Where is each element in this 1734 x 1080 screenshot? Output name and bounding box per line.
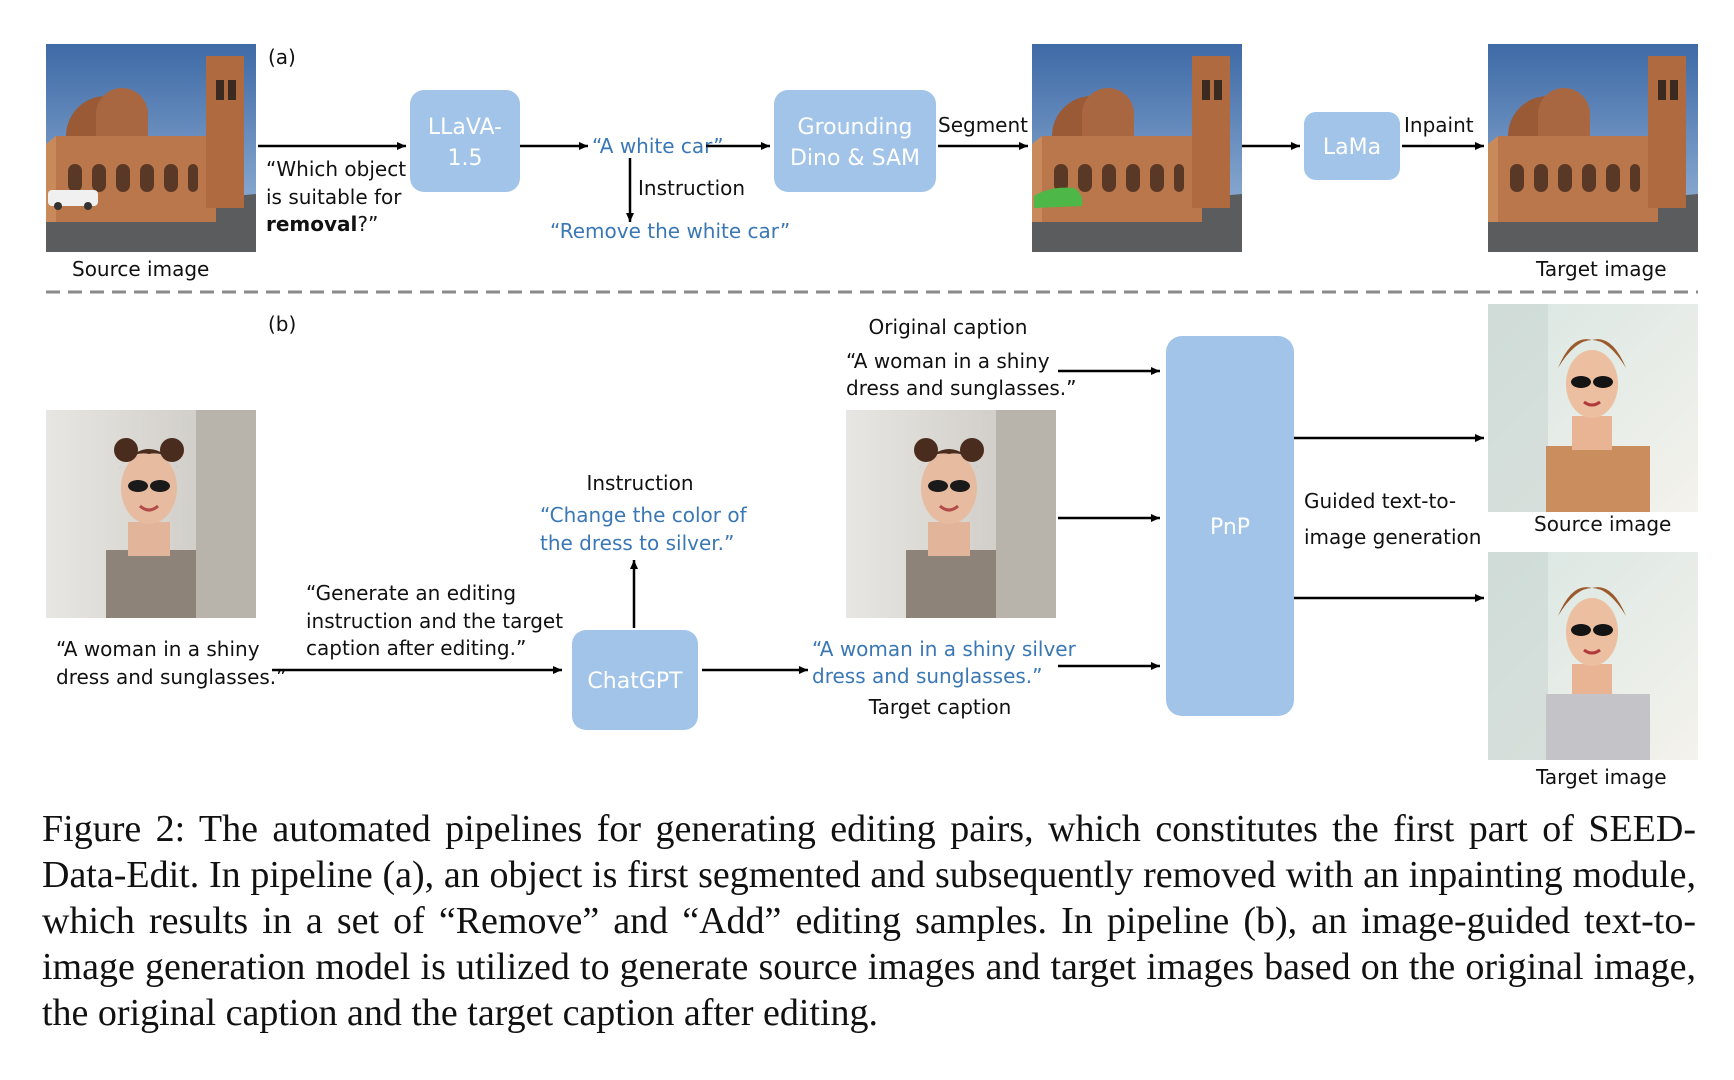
figure-caption: Figure 2: The automated pipelines for ge… — [42, 808, 1696, 1034]
source-caption-line1: “A woman in a shiny — [56, 637, 260, 661]
white-car — [48, 190, 98, 210]
segment-label: Segment — [938, 113, 1028, 137]
original-image-woman-copy — [844, 408, 1058, 620]
panel-a-label: (a) — [268, 45, 296, 69]
generated-target-image — [1486, 550, 1700, 762]
original-image-woman — [44, 408, 258, 620]
target-caption-line1: “A woman in a shiny silver — [812, 637, 1077, 661]
lama-box — [1304, 112, 1400, 180]
guided-label-line1: Guided text-to- — [1304, 489, 1456, 513]
original-caption-line2: dress and sunglasses.” — [846, 376, 1077, 400]
grounding-sam-box — [774, 90, 936, 192]
lama-box-label: LaMa — [1323, 135, 1381, 160]
panel-a: (a) Source image “Which object is suitab… — [46, 44, 1698, 281]
instruction-text-b-line1: “Change the color of — [540, 503, 748, 527]
prompt-line2: instruction and the target — [306, 609, 563, 633]
inpaint-label: Inpaint — [1404, 113, 1474, 137]
target-image-label-b: Target image — [1535, 765, 1667, 789]
source-image-church — [46, 44, 256, 252]
chatgpt-box — [572, 630, 698, 730]
object-text: “A white car” — [592, 134, 724, 158]
original-caption-line1: “A woman in a shiny — [846, 349, 1050, 373]
pipeline-diagram: (a) Source image “Which object is suitab… — [44, 44, 1700, 789]
panel-b: (b) “A woman in a shiny dress and sungla… — [44, 302, 1700, 789]
pnp-box — [1166, 336, 1294, 716]
question-line2: is suitable for — [266, 185, 402, 209]
llava-box-line2: 1.5 — [448, 146, 483, 171]
llava-box — [410, 90, 520, 192]
source-image-label-b: Source image — [1534, 512, 1671, 536]
source-image-label-a: Source image — [72, 257, 209, 281]
chatgpt-box-label: ChatGPT — [587, 669, 683, 694]
source-caption-line2: dress and sunglasses.” — [56, 665, 287, 689]
guided-label-line2: image generation — [1304, 525, 1481, 549]
llava-box-line1: LLaVA- — [428, 115, 502, 140]
grounding-box-line2: Dino & SAM — [790, 146, 920, 171]
question-line1: “Which object — [266, 157, 406, 181]
target-image-label-a: Target image — [1535, 257, 1667, 281]
segmented-car-mask — [1034, 187, 1083, 208]
instruction-label-b: Instruction — [586, 471, 693, 495]
target-image-church — [1488, 44, 1698, 252]
instruction-label-a: Instruction — [638, 176, 745, 200]
original-caption-label: Original caption — [869, 315, 1028, 339]
question-bold-word: removal — [266, 212, 357, 236]
instruction-text-b-line2: the dress to silver.” — [540, 531, 734, 555]
prompt-line3: caption after editing.” — [306, 636, 526, 660]
instruction-text-a: “Remove the white car” — [550, 219, 790, 243]
question-end: ?” — [357, 212, 378, 236]
panel-b-label: (b) — [268, 312, 296, 336]
generated-source-image — [1486, 302, 1700, 514]
target-caption-label: Target caption — [868, 695, 1012, 719]
question-line3: removal?” — [266, 212, 378, 236]
target-caption-line2: dress and sunglasses.” — [812, 664, 1043, 688]
prompt-line1: “Generate an editing — [306, 581, 516, 605]
grounding-box-line1: Grounding — [798, 115, 913, 140]
segmented-image — [1032, 44, 1242, 252]
pnp-box-label: PnP — [1210, 515, 1250, 540]
